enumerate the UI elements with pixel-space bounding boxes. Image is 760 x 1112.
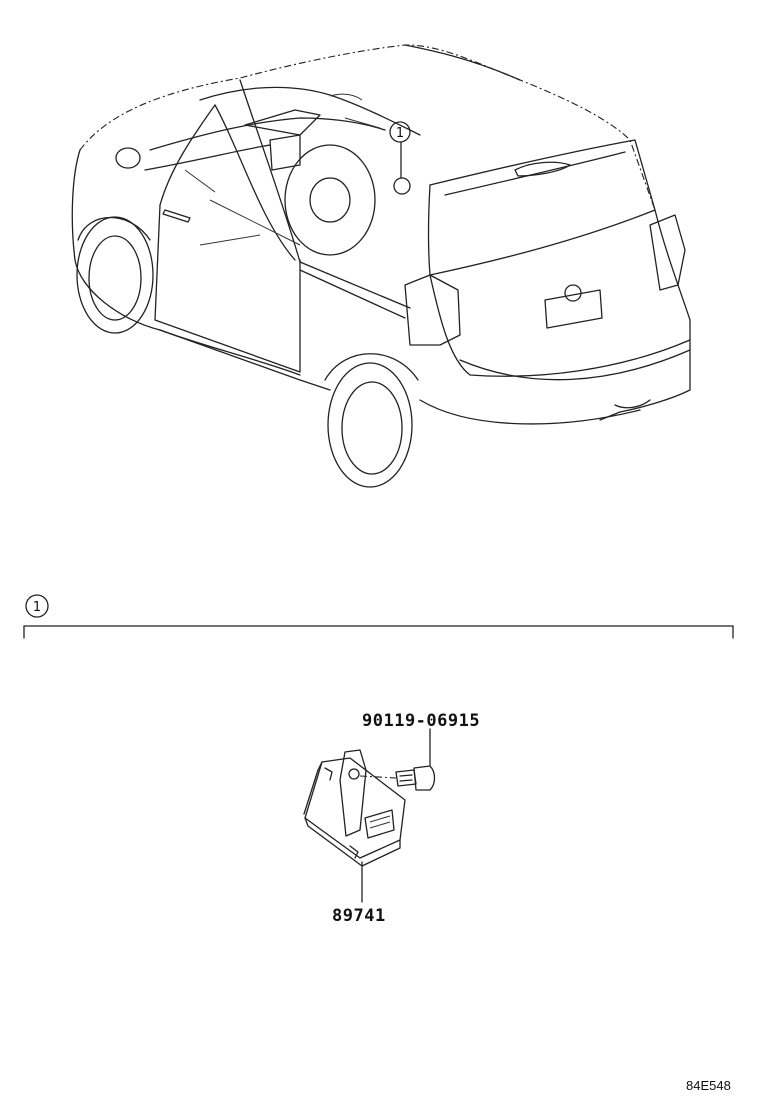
- vehicle-callout-number: 1: [396, 126, 404, 141]
- module-location-marker: [393, 177, 411, 195]
- module-part-number: 89741: [332, 906, 386, 926]
- bolt-icon: [395, 765, 436, 791]
- vehicle-illustration: [71, 44, 691, 488]
- control-module-icon: [303, 749, 406, 867]
- bolt-part-number: 90119-06915: [362, 711, 480, 731]
- vehicle-callout: 1: [389, 121, 411, 179]
- section-callout-number: 1: [33, 600, 41, 615]
- callout-circle: [389, 121, 411, 143]
- diagram-code: 84E548: [686, 1078, 731, 1093]
- section-header: 1: [23, 594, 734, 639]
- section-callout-circle: [25, 594, 49, 618]
- module-detail: [303, 728, 436, 903]
